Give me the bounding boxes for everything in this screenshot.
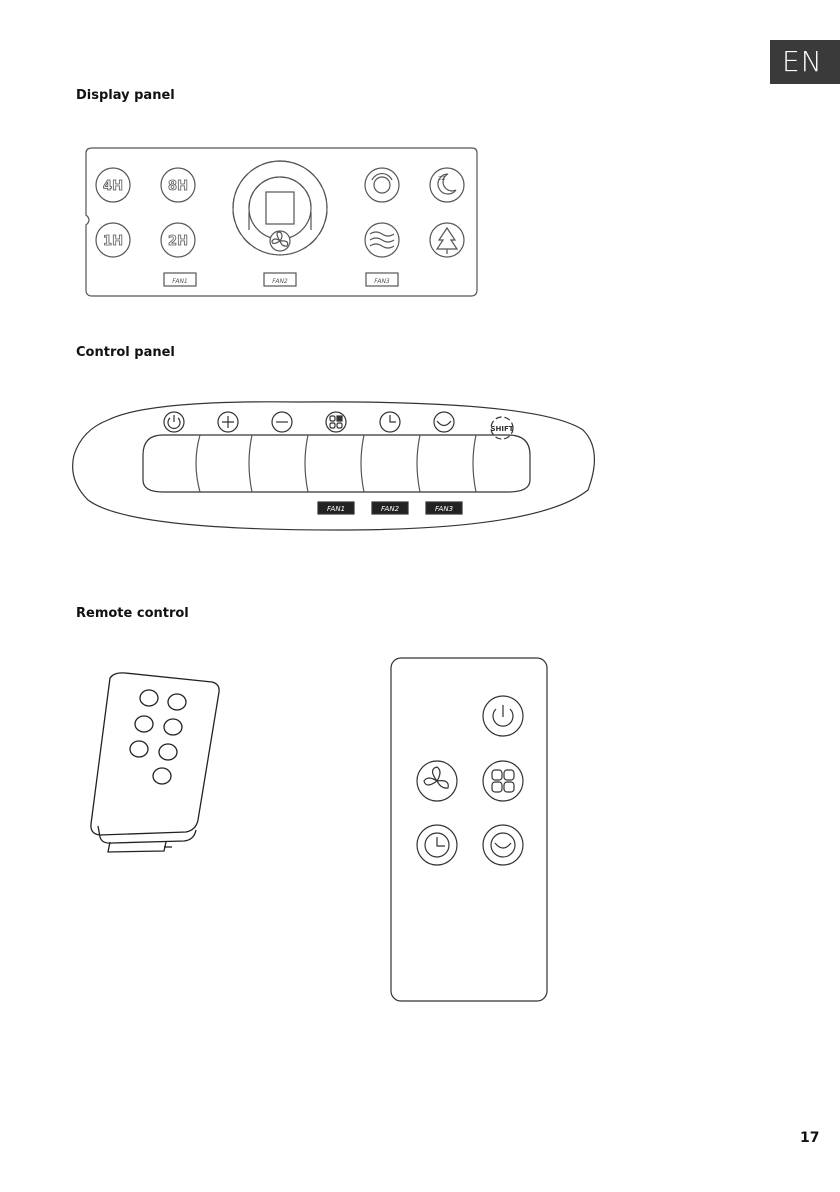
display-panel-title: Display panel xyxy=(76,88,175,103)
mode-icon xyxy=(483,761,523,801)
fan3-badge: FAN3 xyxy=(366,273,398,286)
fan1-badge: FAN1 xyxy=(318,502,354,514)
display-panel-figure: 4H 8H 1H 2H zz xyxy=(80,140,490,305)
fan1-badge: FAN1 xyxy=(164,273,196,286)
fan3-badge: FAN3 xyxy=(426,502,462,514)
fan2-badge: FAN2 xyxy=(372,502,408,514)
language-tab: EN xyxy=(770,40,840,84)
svg-text:FAN2: FAN2 xyxy=(272,278,288,285)
timer-8h-icon: 8H xyxy=(161,168,195,202)
remote-button xyxy=(168,694,186,710)
page-number: 17 xyxy=(800,1130,819,1146)
svg-text:2H: 2H xyxy=(168,234,188,249)
timer-2h-icon: 2H xyxy=(161,223,195,257)
remote-perspective-figure xyxy=(80,670,230,860)
svg-text:FAN1: FAN1 xyxy=(327,505,345,513)
natural-wind-icon xyxy=(430,223,464,257)
timer-icon xyxy=(417,825,457,865)
remote-button xyxy=(153,768,171,784)
plus-icon xyxy=(218,412,238,432)
mode-icon xyxy=(326,412,346,432)
swing-icon xyxy=(434,412,454,432)
remote-button xyxy=(164,719,182,735)
timer-icon xyxy=(380,412,400,432)
timer-4h-icon: 4H xyxy=(96,168,130,202)
shift-icon: SHIFT xyxy=(490,417,513,439)
fan-icon xyxy=(270,231,290,251)
minus-icon xyxy=(272,412,292,432)
remote-button xyxy=(159,744,177,760)
svg-text:4H: 4H xyxy=(103,179,123,194)
control-panel-title: Control panel xyxy=(76,345,175,360)
svg-text:1H: 1H xyxy=(103,234,123,249)
svg-text:8H: 8H xyxy=(168,179,188,194)
svg-text:FAN3: FAN3 xyxy=(374,278,390,285)
remote-button xyxy=(140,690,158,706)
svg-text:SHIFT: SHIFT xyxy=(490,425,513,433)
remote-front-figure xyxy=(388,655,553,1005)
sleep-icon: zz xyxy=(430,168,464,202)
svg-text:FAN1: FAN1 xyxy=(172,278,188,285)
power-icon xyxy=(164,412,184,432)
timer-1h-icon: 1H xyxy=(96,223,130,257)
breeze-icon xyxy=(365,223,399,257)
swing-icon xyxy=(483,825,523,865)
remote-button xyxy=(130,741,148,757)
remote-control-title: Remote control xyxy=(76,606,189,621)
swing-icon xyxy=(365,168,399,202)
svg-text:FAN2: FAN2 xyxy=(381,505,400,513)
svg-text:zz: zz xyxy=(438,174,446,182)
control-panel-figure: SHIFT FAN1 FAN2 FAN3 xyxy=(68,390,608,535)
fan-icon xyxy=(417,761,457,801)
remote-button xyxy=(135,716,153,732)
fan2-badge: FAN2 xyxy=(264,273,296,286)
svg-text:FAN3: FAN3 xyxy=(435,505,453,513)
power-icon xyxy=(483,696,523,736)
